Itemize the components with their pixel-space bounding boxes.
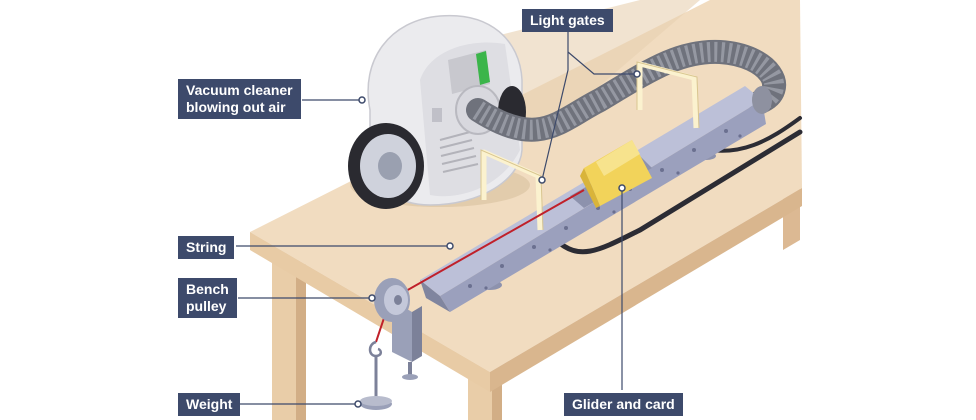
light-gate-1-outline bbox=[480, 149, 544, 231]
bench-leg-front-left bbox=[272, 258, 296, 420]
vacuum-hose-ribs bbox=[472, 41, 784, 140]
label-string: String bbox=[178, 236, 235, 259]
label-bench-pulley-line-2: pulley bbox=[186, 298, 227, 314]
label-string-text: String bbox=[186, 239, 227, 255]
card-shade bbox=[580, 168, 600, 208]
air-track-side bbox=[440, 100, 766, 312]
bench-leg-front-left-side bbox=[296, 264, 306, 420]
dot-light-gate-2 bbox=[633, 70, 641, 78]
vacuum-wheel-hub bbox=[378, 152, 402, 180]
pulley-wheel-hub bbox=[394, 295, 402, 305]
label-vacuum-cleaner-line-1: Vacuum cleaner bbox=[186, 82, 293, 98]
dot-light-gate-1 bbox=[538, 176, 546, 184]
label-vacuum-cleaner-line-2: blowing out air bbox=[186, 99, 286, 115]
bench-front-edge bbox=[250, 232, 490, 392]
weight bbox=[360, 340, 392, 410]
pulley-clamp-side bbox=[412, 306, 422, 362]
light-gate-2 bbox=[637, 61, 699, 129]
light-gate-2-outline bbox=[636, 61, 700, 129]
dot-weight bbox=[354, 400, 362, 408]
label-weight-text: Weight bbox=[186, 396, 233, 412]
leader-dots bbox=[354, 70, 641, 408]
label-light-gates: Light gates bbox=[522, 9, 613, 32]
dot-glider bbox=[618, 184, 626, 192]
pulley-clamp-screw bbox=[408, 362, 412, 376]
label-glider-and-card: Glider and card bbox=[564, 393, 683, 416]
bench-right-edge bbox=[490, 188, 802, 392]
dot-string bbox=[446, 242, 454, 250]
dot-pulley bbox=[368, 294, 376, 302]
label-vacuum-cleaner: Vacuum cleaner blowing out air bbox=[178, 79, 301, 119]
light-gate-1 bbox=[481, 149, 543, 231]
label-bench-pulley-line-1: Bench bbox=[186, 281, 229, 297]
label-weight: Weight bbox=[178, 393, 241, 416]
glider bbox=[570, 140, 652, 208]
leader-light-gates-1 bbox=[541, 30, 569, 181]
label-bench-pulley: Bench pulley bbox=[178, 278, 237, 318]
dot-vacuum bbox=[358, 96, 366, 104]
pulley-clamp-screw-foot bbox=[402, 374, 418, 380]
air-track-connector bbox=[752, 86, 772, 114]
vacuum-switch bbox=[432, 108, 442, 122]
weight-base-top bbox=[360, 396, 392, 406]
weight-hook bbox=[368, 340, 382, 358]
power-cable bbox=[553, 129, 803, 255]
bench-pulley bbox=[374, 278, 422, 380]
leader-lines bbox=[236, 30, 637, 405]
air-track-end bbox=[420, 280, 450, 312]
vacuum-indicator-green bbox=[476, 51, 490, 85]
leader-light-gates-2 bbox=[567, 51, 637, 75]
card-highlight bbox=[596, 140, 640, 176]
vacuum-grille bbox=[439, 131, 479, 173]
label-glider-and-card-text: Glider and card bbox=[572, 396, 675, 412]
label-light-gates-text: Light gates bbox=[530, 12, 605, 28]
